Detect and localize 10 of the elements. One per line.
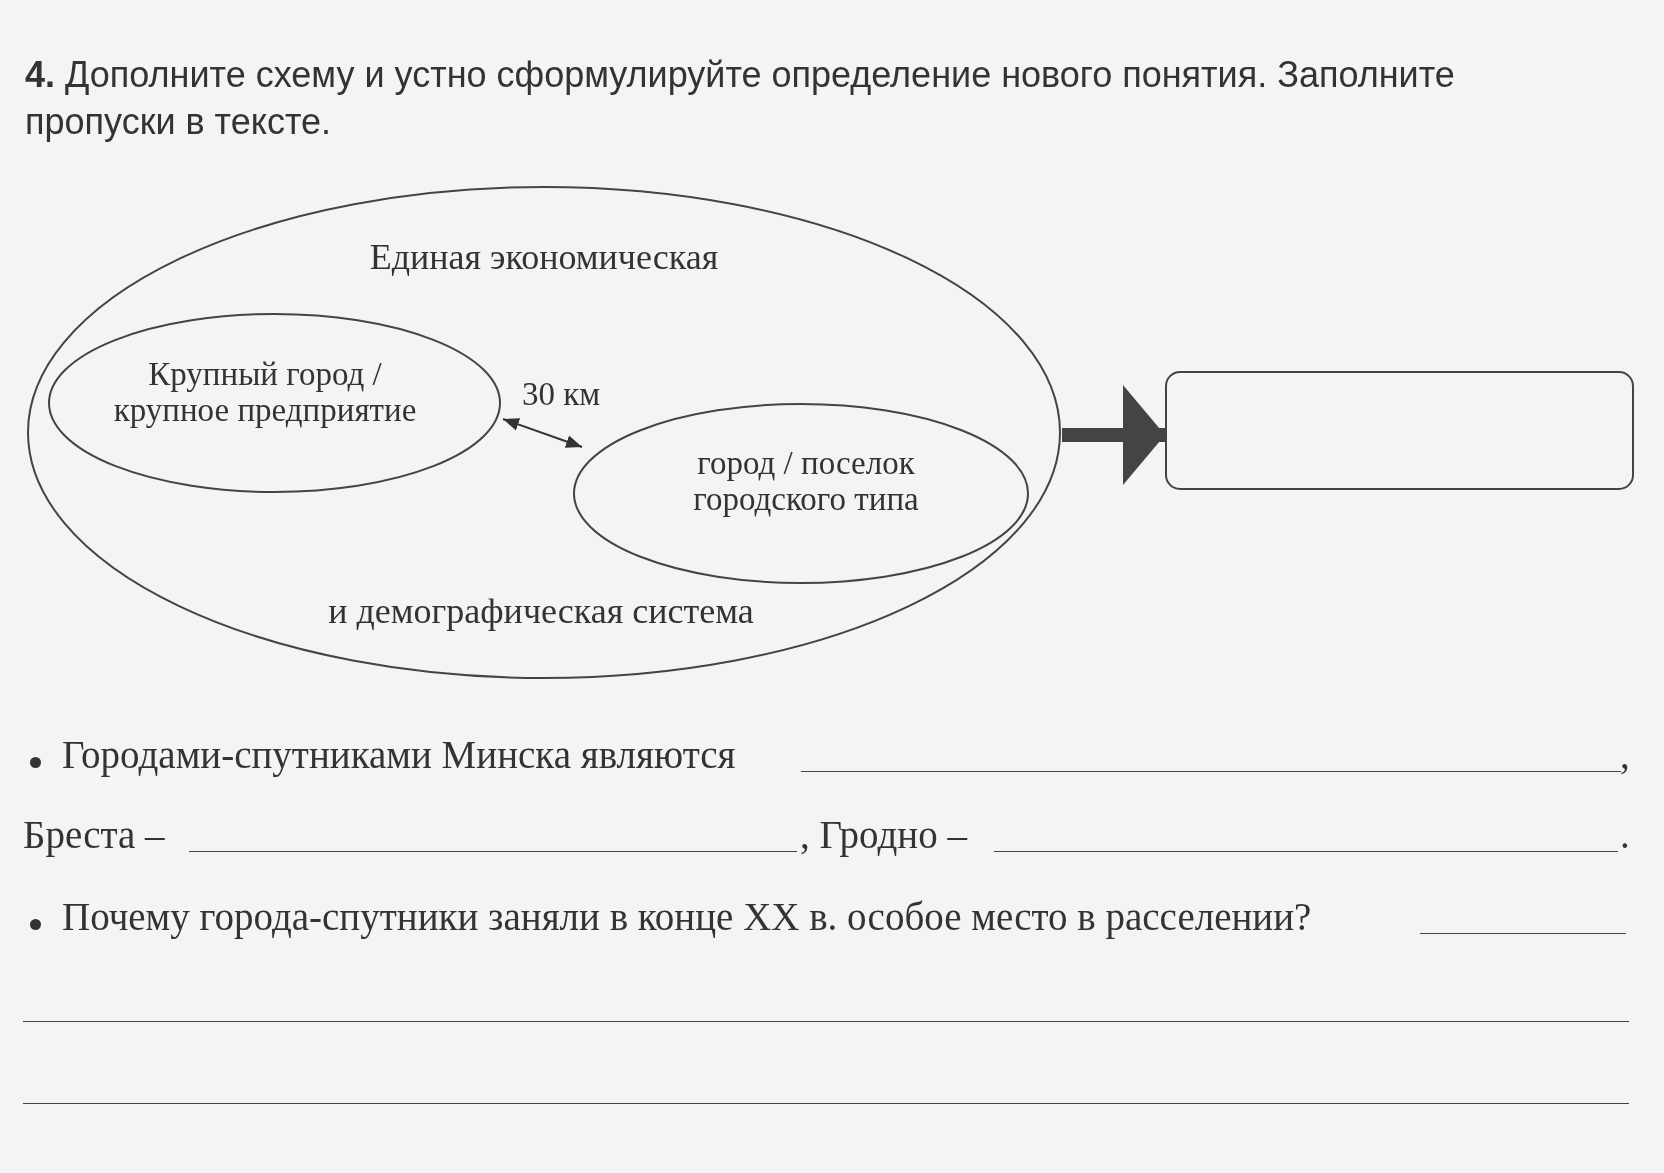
block-arrow: [1062, 385, 1165, 485]
ellipse-text: Единая экономическая: [368, 238, 720, 278]
ellipse-text: Крупный город / крупное предприятие: [112, 356, 418, 429]
double-arrow: [502, 418, 583, 448]
task-heading: 4. Дополните схему и устно сформулируйте определение нового понятия. Заполните пропуски в тексте.: [25, 53, 1456, 144]
distance-label: 30 км: [522, 376, 601, 413]
punctuation: .: [1620, 815, 1630, 854]
ellipse-text: и демографическая система: [327, 592, 755, 632]
ellipse-text: город / поселок городского типа: [692, 445, 920, 518]
punctuation: ,: [1620, 735, 1630, 774]
